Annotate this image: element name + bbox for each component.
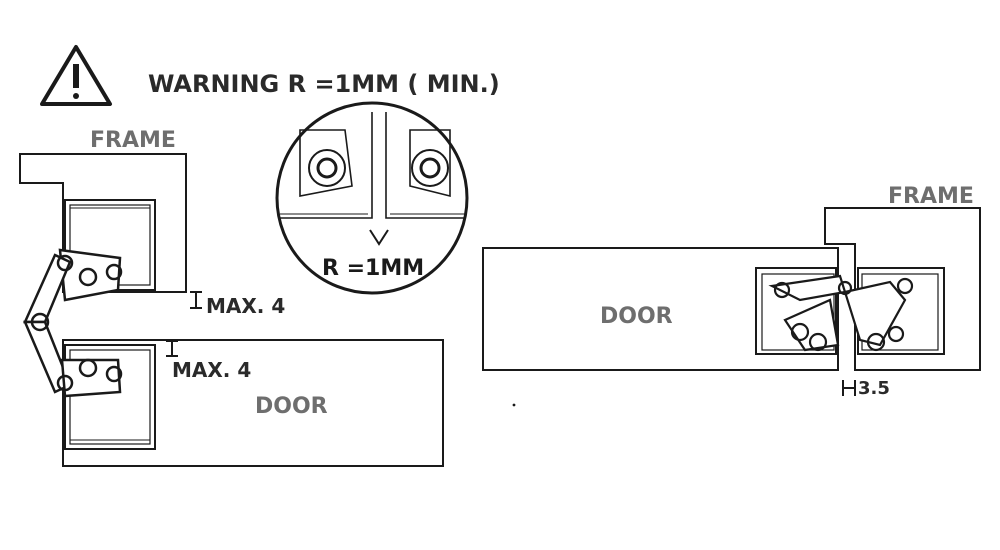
gap-marker-bottom xyxy=(166,340,178,357)
detail-magnifier xyxy=(275,101,469,295)
right-frame xyxy=(824,207,981,371)
right-door xyxy=(482,247,839,371)
warning-triangle-icon xyxy=(40,45,112,106)
gap-top-label: MAX. 4 xyxy=(206,294,286,318)
gap-bottom-label: MAX. 4 xyxy=(172,358,252,382)
right-frame-label: FRAME xyxy=(888,184,974,209)
gap-marker-right xyxy=(842,380,856,396)
right-door-label: DOOR xyxy=(600,304,673,329)
stray-dot xyxy=(512,403,516,407)
right-hinge-pocket-door xyxy=(755,267,837,355)
left-door xyxy=(62,339,444,467)
left-hinge-arms xyxy=(23,248,123,398)
gap-marker-top xyxy=(190,291,202,309)
right-gap-label: 3.5 xyxy=(858,378,890,399)
left-frame-label: FRAME xyxy=(90,128,176,153)
left-door-label: DOOR xyxy=(255,394,328,419)
radius-label: R =1MM xyxy=(322,256,425,281)
warning-text: WARNING R =1MM ( MIN.) xyxy=(148,70,500,98)
right-hinge-mechanism xyxy=(768,274,914,352)
